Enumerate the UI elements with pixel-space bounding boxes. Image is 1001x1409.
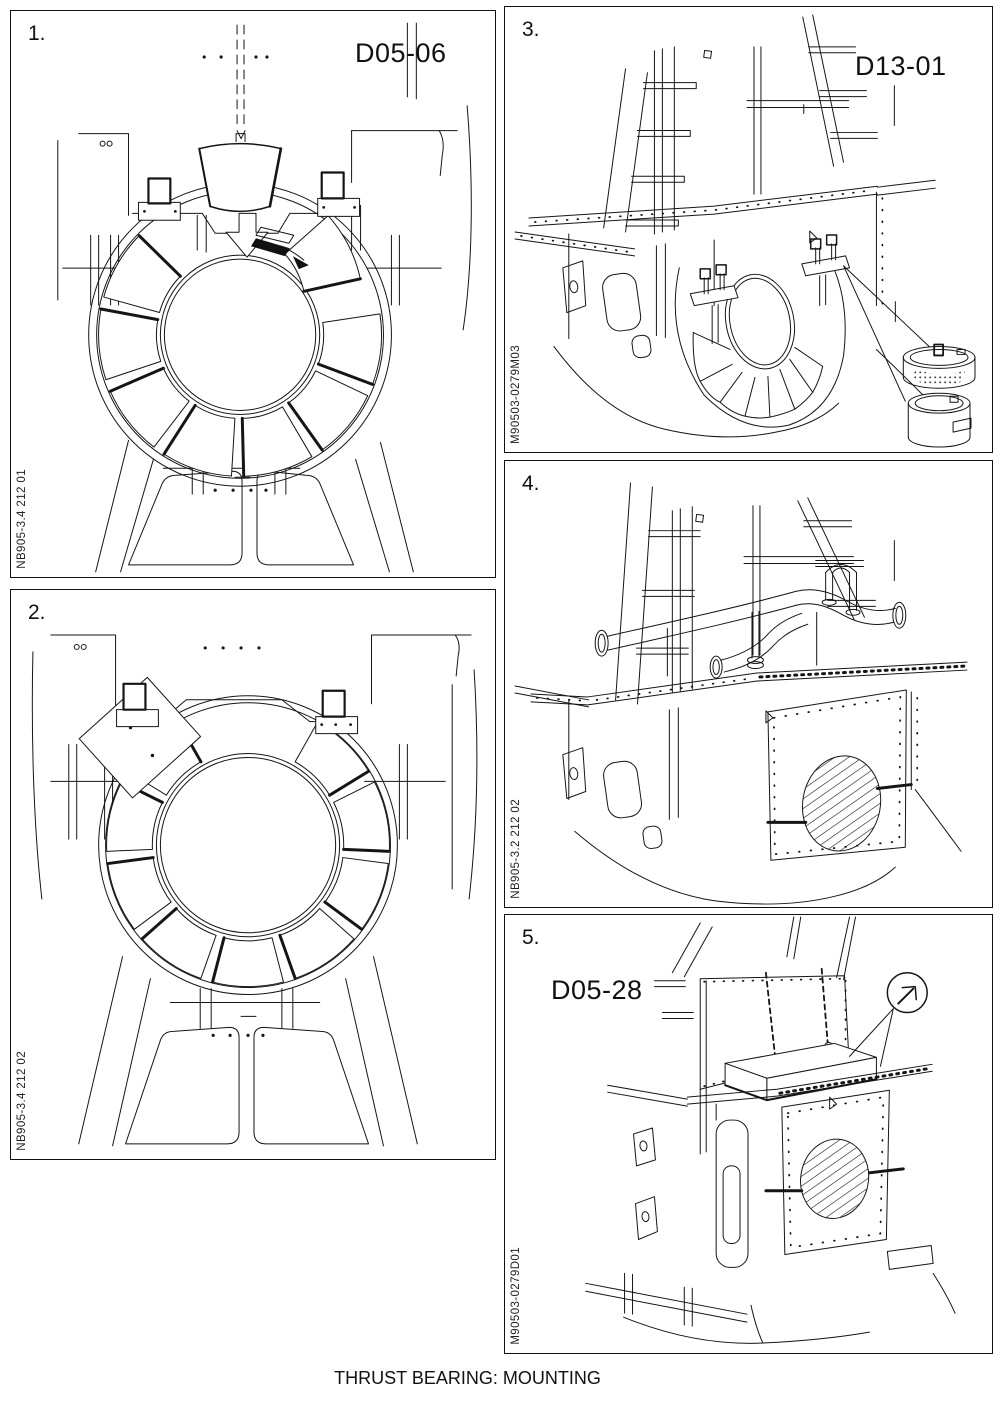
bearing-ring [98, 695, 398, 996]
hull-gussets [633, 1127, 658, 1241]
pad-jacking-brackets [689, 234, 851, 344]
hull-structure-right [364, 634, 478, 900]
main-girder [514, 179, 936, 257]
lowered-pad [198, 133, 283, 213]
ladder-left [653, 922, 713, 1020]
thrust-bearing-section-drawing [57, 22, 472, 573]
engine-seating-piping-drawing [514, 482, 968, 905]
hull-structure-left [57, 133, 133, 306]
drawing-ref-label: D05-28 [551, 975, 643, 1005]
panel-number: 4. [522, 472, 540, 495]
ladder-right [797, 497, 876, 621]
vertical-pipes [653, 46, 762, 235]
thrust-block-lowering-drawing [585, 916, 956, 1344]
ladder-right [802, 14, 878, 167]
panel-2-pads-mounted-figure: 2. NB905-3.4 212 02 [10, 589, 496, 1160]
bearing-support-legs [95, 439, 414, 573]
drawing-ref-label: D13-01 [855, 51, 947, 81]
drawing-code-vertical: NB905-3.4 212 01 [16, 469, 28, 569]
seating-box [607, 1063, 956, 1344]
hull-structure-left [31, 634, 139, 900]
slotted-frame [602, 272, 652, 359]
pedestal-bolts [116, 682, 359, 735]
vertical-pipes [671, 505, 895, 694]
fitting-tool-lower [907, 392, 972, 448]
insertion-direction-arrow-icon [251, 226, 309, 270]
hatched-opening [766, 755, 913, 852]
pointer-mark [829, 1096, 838, 1110]
ladder-left [603, 68, 697, 233]
base-structure [585, 1244, 934, 1327]
fitting-tool-upper [902, 343, 976, 389]
panel-number: 3. [522, 18, 540, 41]
cooling-piping [594, 564, 907, 679]
drawing-code-vertical: NB905-3.2 212 02 [510, 799, 522, 899]
drawing-code-vertical: M90503-0279D01 [510, 1247, 522, 1345]
slotted-frame [603, 760, 663, 849]
pointer-mark [765, 710, 774, 724]
panel-number: 5. [522, 926, 540, 949]
panel-number: 2. [28, 601, 46, 624]
hull-structure-right [351, 22, 472, 331]
walkway-girder [746, 100, 850, 118]
face-plate [781, 1089, 890, 1255]
mast-poles [786, 916, 857, 981]
hull-gusset [562, 260, 587, 314]
ladder-left [615, 482, 701, 705]
hull-gusset [562, 747, 587, 799]
drawing-code-vertical: M90503-0279M03 [510, 345, 522, 444]
panel-number: 1. [28, 22, 46, 45]
drawing-code-vertical: NB905-3.4 212 02 [16, 1051, 28, 1151]
direction-arrow-icon [849, 971, 928, 1067]
panel-3-seating-with-tools-figure: 3. D13-01 M90503-0279M03 [504, 6, 993, 453]
panel-1-pad-insertion-figure: 1. D05-06 NB905-3.4 212 01 [10, 10, 496, 578]
seating-box [514, 661, 968, 905]
bottom-support-columns [169, 988, 321, 1029]
face-plate [767, 689, 907, 861]
slotted-frame [715, 1119, 749, 1268]
walkway-girder [743, 556, 855, 565]
drawing-ref-label: D05-06 [355, 38, 447, 68]
leader-lines [843, 265, 930, 402]
thrust-bearing-section-drawing [31, 634, 478, 1147]
pointer-mark [809, 230, 818, 244]
pedestal-bolts [137, 171, 361, 221]
panel-4-piping-figure: 4. NB905-3.2 212 02 [504, 460, 993, 908]
bottom-support-columns [162, 453, 301, 495]
down-arrow-icon [225, 212, 269, 258]
engine-seating-isometric-drawing [514, 14, 976, 448]
crane-cable-icon [236, 24, 246, 140]
panel-5-block-lowering-figure: 5. D05-28 M90503-0279D01 [504, 914, 993, 1354]
page-caption: THRUST BEARING: MOUNTING [334, 1368, 601, 1388]
bearing-recess-with-pads [674, 267, 846, 428]
hatched-opening [764, 1138, 905, 1219]
seating-box [553, 85, 923, 438]
bearing-support-legs [78, 956, 418, 1147]
